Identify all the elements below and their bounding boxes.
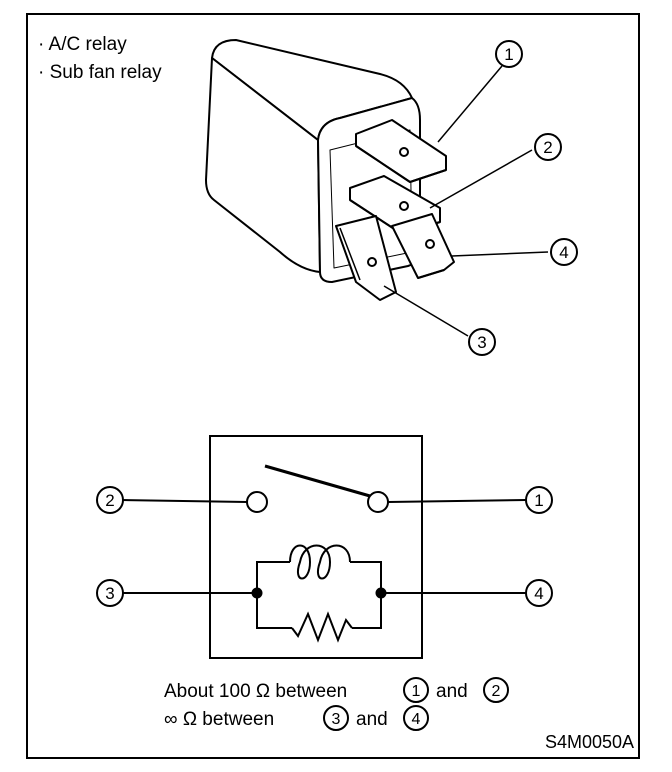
leader-lines-top — [383, 65, 549, 337]
callout-4-schematic — [525, 579, 553, 607]
node-3 — [251, 587, 263, 599]
terminal-3-blade — [335, 215, 397, 301]
note-line1-callout-2 — [483, 677, 509, 703]
callout-2-top-label: 2 — [543, 138, 552, 157]
callouts-top: 1 2 4 3 — [468, 40, 578, 356]
relay-schematic — [121, 435, 527, 659]
note-line1-callout-1 — [403, 677, 429, 703]
terminal-2-hole — [399, 201, 409, 211]
callouts-schematic: 2 1 3 4 — [96, 486, 553, 607]
callout-2-schematic — [96, 486, 124, 514]
note-line1-text: About 100 Ω between — [164, 681, 347, 702]
note-line2-and: and — [356, 709, 388, 730]
note-line2-callout-4-label: 4 — [412, 711, 421, 728]
note-line2-callout-4 — [403, 705, 429, 731]
outer-frame — [26, 13, 640, 759]
callout-3-top — [468, 328, 496, 356]
callout-1-schematic-label: 1 — [534, 491, 543, 510]
callout-2-top — [534, 133, 562, 161]
terminal-3-hole — [367, 257, 377, 267]
callout-2-schematic-label: 2 — [105, 491, 114, 510]
callout-4-top — [550, 238, 578, 266]
coil — [289, 544, 351, 580]
note-line2-callout-3-label: 3 — [332, 711, 341, 728]
relay-terminals — [335, 119, 455, 301]
relay-left-face — [205, 57, 321, 273]
note-line1-and: and — [436, 681, 468, 702]
lead-1 — [387, 499, 527, 503]
callout-4-top-label: 4 — [559, 243, 568, 262]
note-line1-callout-2-label: 2 — [492, 683, 501, 700]
terminal-4-blade — [391, 213, 455, 279]
callout-3-schematic — [96, 579, 124, 607]
callout-1-top — [495, 40, 523, 68]
label-ac-relay: · A/C relay — [38, 34, 127, 55]
lead-2 — [121, 499, 248, 503]
contact-2 — [246, 491, 268, 513]
callout-1-schematic — [525, 486, 553, 514]
figure-code: S4M0050A — [545, 732, 634, 752]
switch-arm — [264, 464, 371, 498]
contact-1 — [367, 491, 389, 513]
callout-3-schematic-label: 3 — [105, 584, 114, 603]
callout-1-top-label: 1 — [504, 45, 513, 64]
note-line2-callout-3 — [323, 705, 349, 731]
note-line2-text: ∞ Ω between — [164, 709, 274, 730]
callout-3-top-label: 3 — [477, 333, 486, 352]
schematic-box — [209, 435, 423, 659]
node-4 — [375, 587, 387, 599]
terminal-4-hole — [425, 239, 435, 249]
label-sub-fan-relay: · Sub fan relay — [38, 62, 162, 83]
resistance-note: About 100 Ω between 1 and 2 ∞ Ω between … — [164, 677, 509, 731]
terminal-1-hole — [399, 147, 409, 157]
resistor — [291, 611, 353, 643]
callout-4-schematic-label: 4 — [534, 584, 543, 603]
note-line1-callout-1-label: 1 — [412, 683, 421, 700]
